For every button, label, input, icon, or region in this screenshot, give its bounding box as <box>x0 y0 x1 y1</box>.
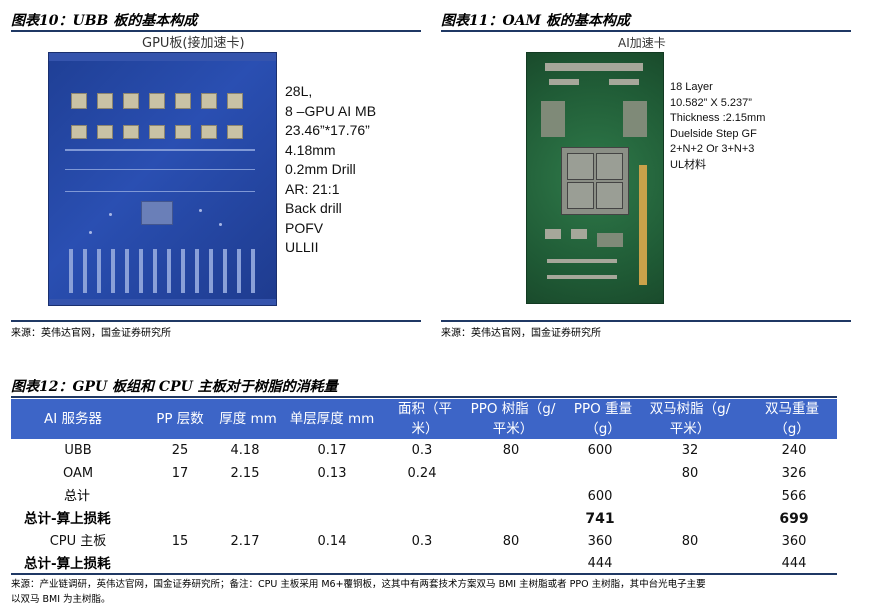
col-header-ppo-weight-line2: （g） <box>585 421 621 437</box>
spec-line: 2+N+2 Or 3+N+3 <box>670 143 755 155</box>
col-header-server: AI 服务器 <box>43 411 102 427</box>
col-header-area-line1: 面积（平 <box>398 401 452 417</box>
cell-ppo-weight: 444 <box>587 556 613 571</box>
col-header-ppo-resin-line2: 平米） <box>492 421 534 437</box>
col-header-ppo-resin: PPO 树脂（g/ 平米） <box>461 399 565 439</box>
cell-ppo-weight: 600 <box>587 489 613 504</box>
cell-bmi-weight: 326 <box>781 466 807 481</box>
cell-ppo-resin: 80 <box>502 534 520 549</box>
col-header-ppo-weight-line1: PPO 重量 <box>573 401 633 417</box>
fig10-title-rule <box>11 30 421 32</box>
cell-ppo-weight: 360 <box>587 534 613 549</box>
fig11-title: 图表11：OAM 板的基本构成 <box>441 13 630 29</box>
cell-pp: 25 <box>171 443 189 458</box>
spec-line: 23.46”*17.76” <box>285 122 370 138</box>
col-header-bmi-weight-line2: （g） <box>774 421 810 437</box>
cell-thick: 4.18 <box>230 443 260 458</box>
spec-line: 28L, <box>285 83 313 99</box>
spec-line: 10.582” X 5.237” <box>670 96 752 109</box>
cell-label: CPU 主板 <box>49 534 107 549</box>
cell-area: 0.24 <box>407 466 437 481</box>
cell-bmi-weight: 444 <box>781 556 807 571</box>
spec-line: POFV <box>285 219 324 236</box>
fig10-image-caption: GPU板(接加速卡) <box>142 36 245 51</box>
cell-ppo-resin: 80 <box>502 443 520 458</box>
fig11-spec-list: 18 Layer 10.582” X 5.237” Thickness :2.1… <box>670 80 765 173</box>
spec-line: 0.2mm Drill <box>285 161 356 177</box>
fig10-title: 图表10：UBB 板的基本构成 <box>11 13 198 29</box>
spec-line: ULLII <box>285 239 319 255</box>
cell-label: 总计-算上损耗 <box>24 511 111 527</box>
fig11-image-caption: AI加速卡 <box>618 36 666 50</box>
col-header-pp-layers: PP 层数 <box>156 411 204 427</box>
cell-bmi-weight: 240 <box>781 443 807 458</box>
col-header-ppo-weight: PPO 重量 （g） <box>567 399 639 439</box>
spec-line: AR: 21:1 <box>285 180 340 197</box>
cell-label: 总计-算上损耗 <box>24 556 111 572</box>
spec-line: UL材料 <box>670 158 707 171</box>
fig12-source-line2: 以双马 BMI 为主树脂。 <box>11 594 111 605</box>
ubb-board-image <box>48 52 277 306</box>
fig12-title: 图表12：GPU 板组和 CPU 主板对于树脂的消耗量 <box>11 379 338 395</box>
cell-bmi-weight: 360 <box>781 534 807 549</box>
fig11-title-rule <box>441 30 851 32</box>
fig11-bottom-rule <box>441 320 851 322</box>
spec-line: Thickness :2.15mm <box>670 112 766 124</box>
oam-board-image <box>526 52 664 304</box>
col-header-bmi-weight: 双马重量 （g） <box>753 399 831 439</box>
cell-ppo-weight: 741 <box>585 511 615 527</box>
cell-bmi-resin: 32 <box>681 443 699 458</box>
table-header-row: AI 服务器 PP 层数 厚度 mm 单层厚度 mm 面积（平 米） PPO 树… <box>11 399 837 439</box>
col-header-area-line2: 米） <box>411 421 439 437</box>
col-header-bmi-resin: 双马树脂（g/ 平米） <box>639 399 741 439</box>
col-header-bmi-resin-line1: 双马树脂（g/ <box>649 401 731 417</box>
cell-pp: 15 <box>171 534 189 549</box>
cell-single: 0.17 <box>317 443 347 458</box>
spec-line: 18 Layer <box>670 81 713 93</box>
cell-label: UBB <box>64 443 92 458</box>
spec-line: 8 –GPU AI MB <box>285 102 377 119</box>
spec-line: Back drill <box>285 200 342 216</box>
cell-label: 总计 <box>64 489 91 504</box>
col-header-area: 面积（平 米） <box>389 399 461 439</box>
fig12-source-line1: 来源：产业链调研，英伟达官网，国金证券研究所；备注：CPU 主板采用 M6+覆铜… <box>11 579 706 590</box>
cell-thick: 2.17 <box>230 534 260 549</box>
fig11-source: 来源：英伟达官网，国金证券研究所 <box>441 328 601 339</box>
cell-bmi-weight: 699 <box>779 511 809 527</box>
fig12-bottom-rule <box>11 573 837 575</box>
col-header-single-thickness: 单层厚度 mm <box>289 411 375 427</box>
cell-pp: 17 <box>171 466 189 481</box>
fig12-title-rule <box>11 396 837 398</box>
col-header-bmi-resin-line2: 平米） <box>669 421 711 437</box>
cell-bmi-resin: 80 <box>681 534 699 549</box>
cell-single: 0.13 <box>317 466 347 481</box>
cell-area: 0.3 <box>411 534 433 549</box>
cell-label: OAM <box>62 466 94 481</box>
fig10-source: 来源：英伟达官网，国金证券研究所 <box>11 328 171 339</box>
cell-bmi-resin: 80 <box>681 466 699 481</box>
spec-line: 4.18mm <box>285 141 336 158</box>
col-header-bmi-weight-line1: 双马重量 <box>765 401 819 417</box>
fig10-spec-list: 28L, 8 –GPU AI MB 23.46”*17.76” 4.18mm 0… <box>285 82 376 258</box>
col-header-thickness: 厚度 mm <box>219 411 277 427</box>
cell-area: 0.3 <box>411 443 433 458</box>
col-header-ppo-resin-line1: PPO 树脂（g/ <box>470 401 556 417</box>
cell-bmi-weight: 566 <box>781 489 807 504</box>
fig10-bottom-rule <box>11 320 421 322</box>
cell-ppo-weight: 600 <box>587 443 613 458</box>
spec-line: Duelside Step GF <box>670 127 757 140</box>
cell-single: 0.14 <box>317 534 347 549</box>
cell-thick: 2.15 <box>230 466 260 481</box>
